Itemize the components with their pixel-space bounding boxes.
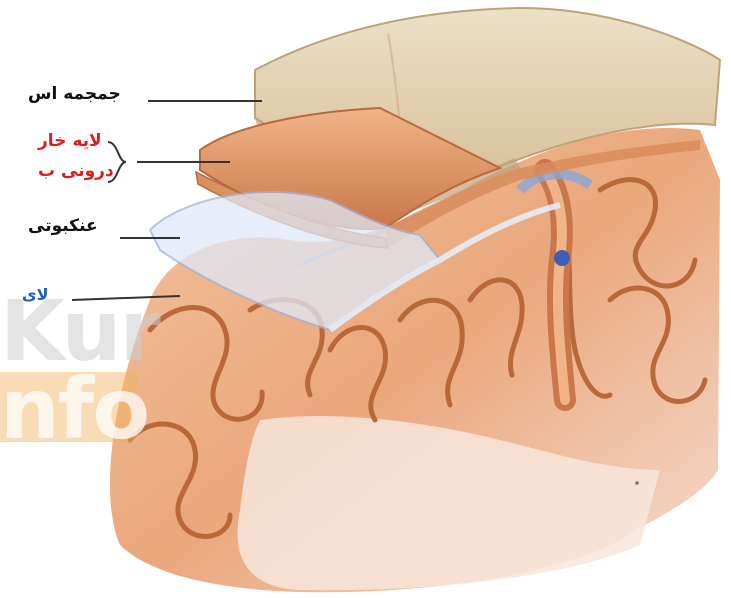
watermark-text-bottom: nfo <box>0 360 148 458</box>
label-dura-line2: درونی ب <box>38 161 114 181</box>
label-arachnoid: عنکبوتی <box>28 216 98 236</box>
venous-sinus <box>554 250 570 266</box>
label-skull: جمجمه اس <box>28 84 121 104</box>
label-pia: لای <box>22 285 49 304</box>
label-dura-line1: لایه خار <box>38 131 102 151</box>
